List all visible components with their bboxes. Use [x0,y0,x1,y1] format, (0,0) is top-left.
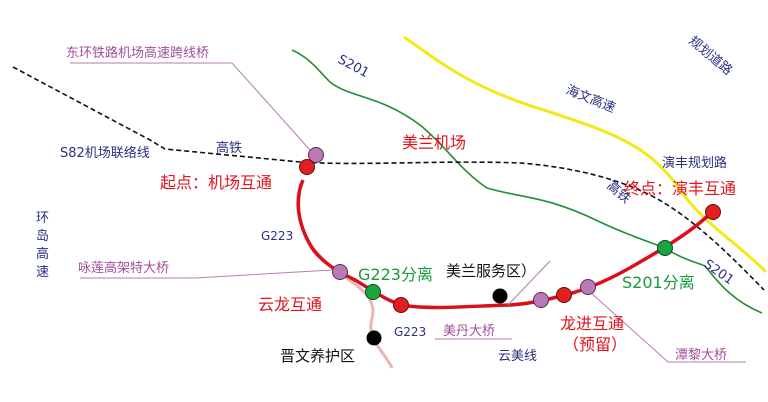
label-g223-lower: G223 [394,325,426,339]
leader-yonglian [80,269,333,279]
label-g223-upper: G223 [261,229,293,243]
leader-meidan-diag [507,260,551,306]
separation-node-s201[interactable] [657,240,673,256]
label-g223-separation: G223分离 [358,265,433,284]
maintenance-node-jinwen[interactable] [366,330,382,346]
label-yunlong: 云龙互通 [258,295,322,314]
interchange-node-longjin[interactable] [556,287,572,303]
label-plan-road: 规划道路 [685,33,735,79]
label-haiwen: 海文高速 [564,82,618,116]
label-s201-top: S201 [335,52,371,81]
label-start: 起点：机场互通 [160,173,272,192]
label-s201-lower: S201 [701,257,737,288]
label-reserved: （预留） [563,335,627,354]
railway [12,66,765,291]
label-yonglian-bridge: 咏莲高架特大桥 [78,260,169,276]
separation-node-g223[interactable] [365,284,381,300]
interchange-node-yunlong[interactable] [393,297,409,313]
label-s82: S82机场联络线 [60,145,150,161]
leader-donghuan [70,62,311,151]
label-s201-separation: S201分离 [622,273,695,292]
bridge-node-meidan[interactable] [533,292,549,308]
interchange-node-yanfeng[interactable] [705,204,721,220]
label-meilan-airport: 美兰机场 [402,133,466,152]
bridge-node-yonglian[interactable] [332,264,348,280]
label-ring-2: 岛 [36,228,49,244]
label-longjin: 龙进互通 [560,314,624,333]
interchange-node-airport[interactable] [299,159,315,175]
leader-tanli [589,291,746,363]
label-ring-3: 高 [36,246,49,262]
label-ring-1: 环 [36,211,49,226]
haiwen-expressway [403,35,768,274]
label-meilan-service: 美兰服务区） [446,262,536,280]
service-area-node[interactable] [492,288,508,304]
label-donghuan-bridge: 东环铁路机场高速跨线桥 [66,45,209,61]
label-yanfeng-plan-road: 演丰规划路 [662,155,727,171]
label-hsr-left: 高铁 [216,140,242,156]
label-end: 终点：演丰互通 [624,179,736,198]
main-route [296,179,718,310]
label-tanli-bridge: 潭黎大桥 [675,348,727,363]
label-jinwen: 晋文养护区 [280,347,355,365]
bridge-node-donghuan[interactable] [308,147,324,163]
label-yunmei: 云美线 [498,349,537,364]
label-meidan-bridge: 美丹大桥 [443,324,495,339]
bridge-node-tanli[interactable] [580,279,596,295]
s201-road [291,49,763,314]
label-ring-4: 速 [36,265,49,280]
